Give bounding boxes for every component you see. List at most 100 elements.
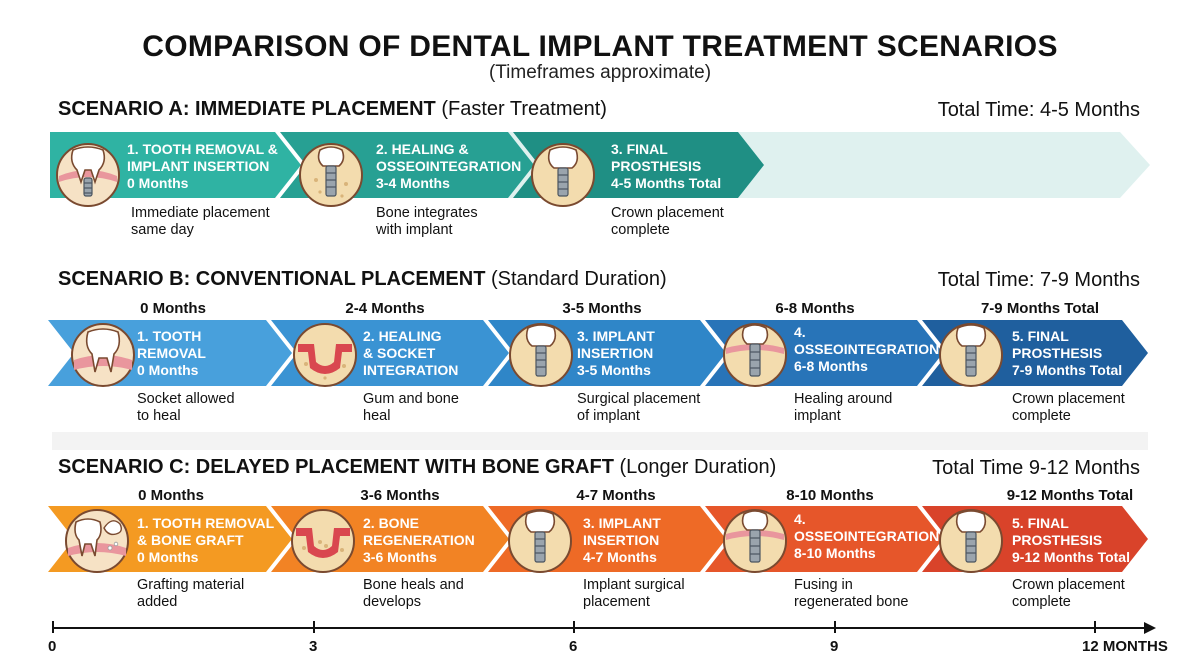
scenario-c-note: (Longer Duration)	[619, 456, 777, 478]
scenario-b-total-time: Total Time: 7-9 Months	[937, 269, 1140, 291]
scenario-b-step-2-label: 2. HEALING & SOCKET INTEGRATION	[363, 328, 458, 379]
step-time: 6-8 Months	[794, 358, 868, 374]
step-desc-line: Crown placement	[611, 205, 724, 221]
step-title-line: PROSTHESIS	[611, 158, 702, 174]
scenario-c-step-2-label: 2. BONE REGENERATION 3-6 Months	[363, 515, 475, 566]
crown-implant-icon	[531, 143, 595, 207]
step-title-line: PROSTHESIS	[1012, 345, 1103, 361]
axis-tick-6	[573, 621, 575, 633]
step-title-line: 2. BONE	[363, 515, 420, 531]
step-time: 8-10 Months	[794, 545, 876, 561]
scenario-b-step-5-desc: Crown placement complete	[1012, 391, 1125, 425]
scenario-a-step-2-label: 2. HEALING & OSSEOINTEGRATION 3-4 Months	[376, 141, 521, 192]
step-desc-line: Bone integrates	[376, 205, 478, 221]
step-title-line: IMPLANT INSERTION	[127, 158, 270, 174]
step-title-line: REMOVAL	[137, 345, 206, 361]
scenario-c-step-4-label: 4. OSSEOINTEGRATION 8-10 Months	[794, 511, 939, 562]
scenario-c-step-5-label: 5. FINAL PROSTHESIS 9-12 Months Total	[1012, 515, 1130, 566]
step-title-line: 3. IMPLANT	[577, 328, 655, 344]
step-time: 3-4 Months	[376, 175, 450, 191]
scenario-b-title: SCENARIO B: CONVENTIONAL PLACEMENT	[58, 268, 486, 290]
tooth-with-implant-icon	[56, 143, 120, 207]
step-time: 0 Months	[137, 549, 199, 565]
step-title-line: 1. TOOTH	[137, 328, 202, 344]
scenario-a-total-time: Total Time: 4-5 Months	[937, 99, 1140, 121]
step-desc-line: Healing around	[794, 391, 893, 407]
step-title-line: 3. IMPLANT	[583, 515, 661, 531]
step-desc-line: complete	[611, 222, 670, 238]
scenario-b-time-5: 7-9 Months Total	[980, 300, 1100, 317]
page-title: COMPARISON OF DENTAL IMPLANT TREATMENT S…	[142, 30, 1058, 63]
crown-implant-icon	[939, 323, 1003, 387]
bone-regeneration-icon	[291, 509, 355, 573]
scenario-c-step-1-desc: Grafting material added	[137, 577, 244, 611]
osseointegration-icon	[723, 509, 787, 573]
axis-label-9: 9	[830, 638, 839, 655]
step-desc-line: Bone heals and	[363, 577, 464, 593]
scenario-c-step-2-desc: Bone heals and develops	[363, 577, 464, 611]
scenario-c-time-3: 4-7 Months	[576, 487, 656, 504]
step-time: 3-6 Months	[363, 549, 437, 565]
step-title-line: & BONE GRAFT	[137, 532, 244, 548]
scenario-b-time-4: 6-8 Months	[775, 300, 855, 317]
socket-icon	[293, 323, 357, 387]
step-desc-line: Fusing in	[794, 577, 853, 593]
axis-tick-0	[52, 621, 54, 633]
step-time: 3-5 Months	[577, 362, 651, 378]
axis-tick-12	[1094, 621, 1096, 633]
scenario-c-step-3-label: 3. IMPLANT INSERTION 4-7 Months	[583, 515, 661, 566]
scenario-b-step-4-label: 4. OSSEOINTEGRATION 6-8 Months	[794, 324, 939, 375]
scenario-b-step-3-label: 3. IMPLANT INSERTION 3-5 Months	[577, 328, 655, 379]
step-desc-line: to heal	[137, 408, 181, 424]
step-desc-line: Implant surgical	[583, 577, 685, 593]
step-desc-line: placement	[583, 594, 650, 610]
axis-tick-9	[834, 621, 836, 633]
step-title-line: 5. FINAL	[1012, 328, 1069, 344]
scenario-a-step-1-desc: Immediate placement same day	[131, 205, 270, 239]
step-desc-line: with implant	[376, 222, 453, 238]
step-desc-line: develops	[363, 594, 422, 610]
scenario-b-step-1-label: 1. TOOTH REMOVAL 0 Months	[137, 328, 206, 379]
axis-label-12-months: 12 MONTHS	[1082, 638, 1168, 655]
step-desc-line: implant	[794, 408, 841, 424]
scenario-b-step-5-label: 5. FINAL PROSTHESIS 7-9 Months Total	[1012, 328, 1122, 379]
step-time: 0 Months	[137, 362, 199, 378]
osseointegration-icon	[723, 323, 787, 387]
scenario-a-title: SCENARIO A: IMMEDIATE PLACEMENT	[58, 98, 436, 120]
step-title-line: 1. TOOTH REMOVAL	[137, 515, 275, 531]
step-desc-line: Surgical placement	[577, 391, 701, 407]
step-desc-line: complete	[1012, 594, 1071, 610]
tooth-icon	[71, 323, 135, 387]
tooth-graft-icon	[65, 509, 129, 573]
step-title-line: 1. TOOTH REMOVAL &	[127, 141, 278, 157]
step-title-line: & SOCKET	[363, 345, 436, 361]
scenario-b-time-1: 0 Months	[140, 300, 206, 317]
implant-insertion-icon	[508, 509, 572, 573]
step-time: 7-9 Months Total	[1012, 362, 1123, 378]
step-time: 4-7 Months	[583, 549, 657, 565]
scenario-c-step-3-desc: Implant surgical placement	[583, 577, 685, 611]
step-title-line: PROSTHESIS	[1012, 532, 1103, 548]
axis-tick-3	[313, 621, 315, 633]
step-desc-line: Gum and bone	[363, 391, 459, 407]
step-desc-line: Crown placement	[1012, 391, 1125, 407]
step-title-line: OSSEOINTEGRATION	[794, 528, 940, 544]
scenario-a-step-3-label: 3. FINAL PROSTHESIS 4-5 Months Total	[611, 141, 721, 192]
step-title-line: 2. HEALING	[363, 328, 442, 344]
scenario-b-time-3: 3-5 Months	[562, 300, 642, 317]
step-title-line: REGENERATION	[363, 532, 475, 548]
axis-label-0: 0	[48, 638, 57, 655]
step-desc-line: heal	[363, 408, 391, 424]
time-axis-arrowhead	[1144, 622, 1156, 634]
step-desc-line: Crown placement	[1012, 577, 1125, 593]
step-title-line: 4.	[794, 511, 806, 527]
step-desc-line: complete	[1012, 408, 1071, 424]
step-title-line: INSERTION	[583, 532, 660, 548]
scenario-a-heading: SCENARIO A: IMMEDIATE PLACEMENT (Faster …	[58, 98, 607, 121]
implant-insertion-icon	[509, 323, 573, 387]
scenario-c-time-1: 0 Months	[138, 487, 204, 504]
scenario-b-note: (Standard Duration)	[490, 268, 667, 290]
step-desc-line: added	[137, 594, 178, 610]
scenario-c-time-4: 8-10 Months	[786, 487, 874, 504]
step-desc-line: regenerated bone	[794, 594, 909, 610]
